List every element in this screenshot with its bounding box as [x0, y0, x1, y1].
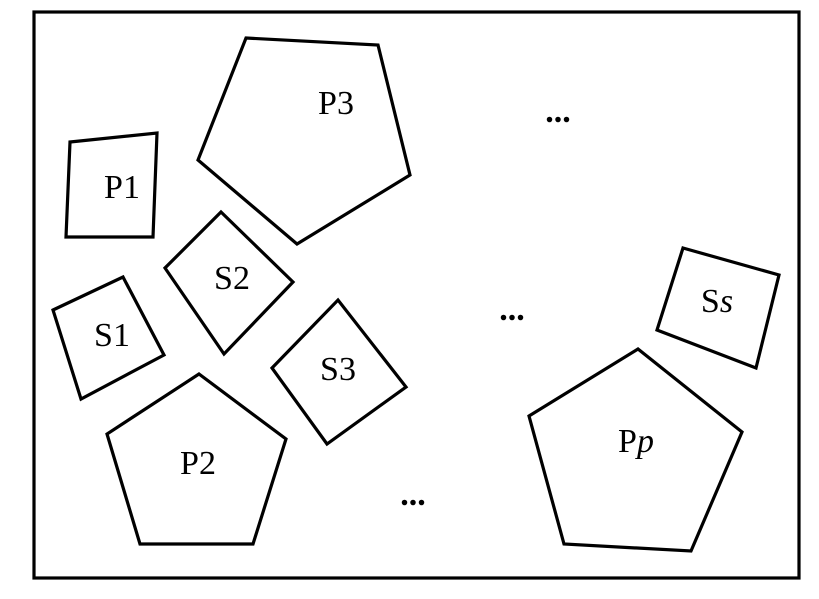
shape-s2: S2 [162, 209, 296, 357]
label-p2: P2 [180, 445, 216, 482]
shape-p3: P3 [196, 36, 412, 246]
shape-p1: P1 [64, 131, 159, 239]
ellipsis-top-right: ... [545, 93, 571, 130]
shape-s1: S1 [51, 274, 167, 402]
shape-ss: Ss [655, 246, 781, 371]
ellipsis-bottom-middle: ... [400, 476, 426, 513]
ellipsis-middle-right: ... [499, 291, 525, 328]
label-p1: P1 [104, 169, 140, 206]
label-s3: S3 [320, 351, 356, 388]
label-p3: P3 [318, 85, 354, 122]
label-s1: S1 [94, 317, 130, 354]
label-pp: Pp [618, 423, 654, 460]
shape-pp: Pp [527, 347, 744, 553]
shape-s3: S3 [269, 297, 409, 447]
label-s2: S2 [214, 260, 250, 297]
label-ss: Ss [701, 283, 733, 320]
shape-p2: P2 [105, 372, 288, 546]
